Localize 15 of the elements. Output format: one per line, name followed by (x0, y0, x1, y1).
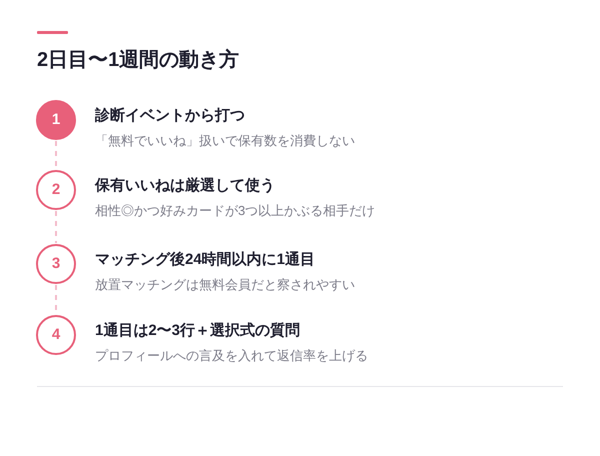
step-heading: 診断イベントから打つ (95, 106, 245, 126)
step-number-circle: 1 (36, 100, 76, 140)
step-heading: マッチング後24時間以内に1通目 (95, 250, 316, 270)
step-description: 相性◎かつ好みカードが3つ以上かぶる相手だけ (95, 202, 376, 220)
step-description: 「無料でいいね」扱いで保有数を消費しない (95, 132, 355, 150)
step-description: プロフィールへの言及を入れて返信率を上げる (95, 347, 368, 365)
dashed-connector (55, 211, 57, 243)
step-description: 放置マッチングは無料会員だと察されやすい (95, 276, 355, 294)
title: 2日目〜1週間の動き方 (37, 48, 240, 73)
step-number-circle: 2 (36, 170, 76, 210)
step-number-circle: 4 (36, 315, 76, 355)
step-heading: 1通目は2〜3行＋選択式の質問 (95, 321, 300, 341)
dashed-connector (55, 141, 57, 169)
step-heading: 保有いいねは厳選して使う (95, 176, 275, 196)
step-number-circle: 3 (36, 244, 76, 284)
